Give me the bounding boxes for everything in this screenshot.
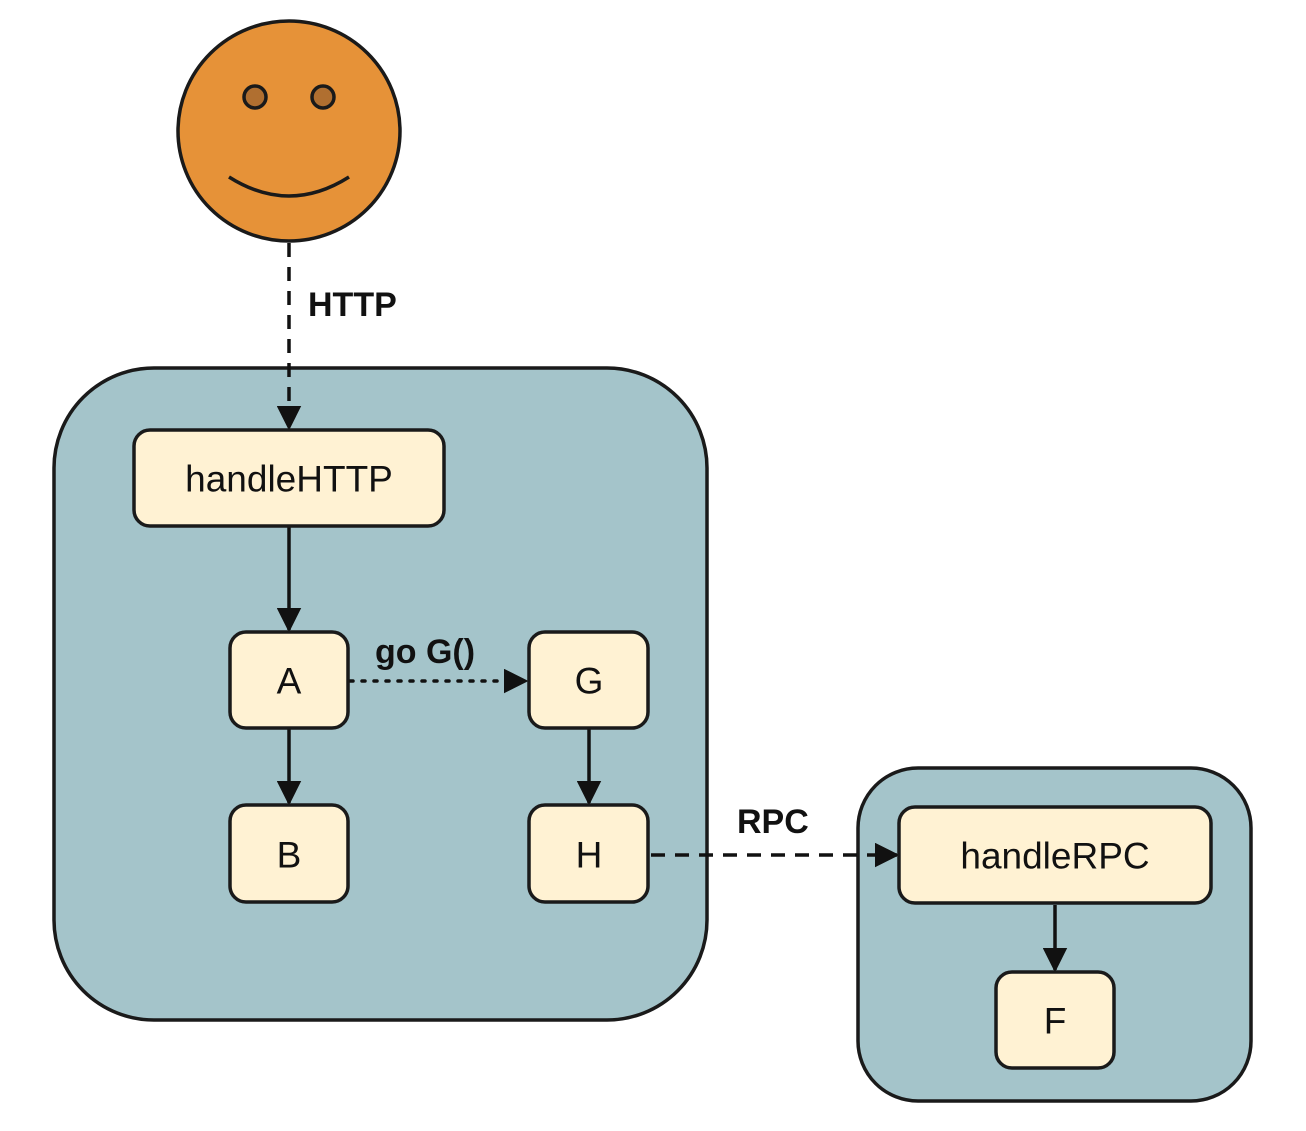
left-eye bbox=[242, 84, 268, 110]
node-a: A bbox=[228, 630, 350, 730]
node-label-f: F bbox=[1044, 1001, 1067, 1042]
mouth bbox=[228, 175, 350, 198]
edge-label-go: go G() bbox=[375, 633, 475, 671]
node-g: G bbox=[527, 630, 650, 730]
node-label-b: B bbox=[277, 835, 302, 876]
smiley-face-icon bbox=[176, 19, 402, 243]
right-eye bbox=[310, 84, 336, 110]
node-label-g: G bbox=[575, 661, 604, 702]
face-circle bbox=[176, 19, 402, 243]
node-h: H bbox=[527, 803, 650, 904]
node-f: F bbox=[994, 970, 1116, 1070]
node-label-a: A bbox=[277, 661, 302, 702]
edge-label-http: HTTP bbox=[308, 286, 397, 324]
node-label-handlerpc: handleRPC bbox=[960, 836, 1149, 877]
node-b: B bbox=[228, 803, 350, 904]
edge-label-rpc: RPC bbox=[737, 803, 809, 841]
node-label-h: H bbox=[576, 835, 603, 876]
node-label-handlehttp: handleHTTP bbox=[185, 459, 393, 500]
node-handlerpc: handleRPC bbox=[897, 805, 1213, 905]
node-handlehttp: handleHTTP bbox=[132, 428, 446, 528]
